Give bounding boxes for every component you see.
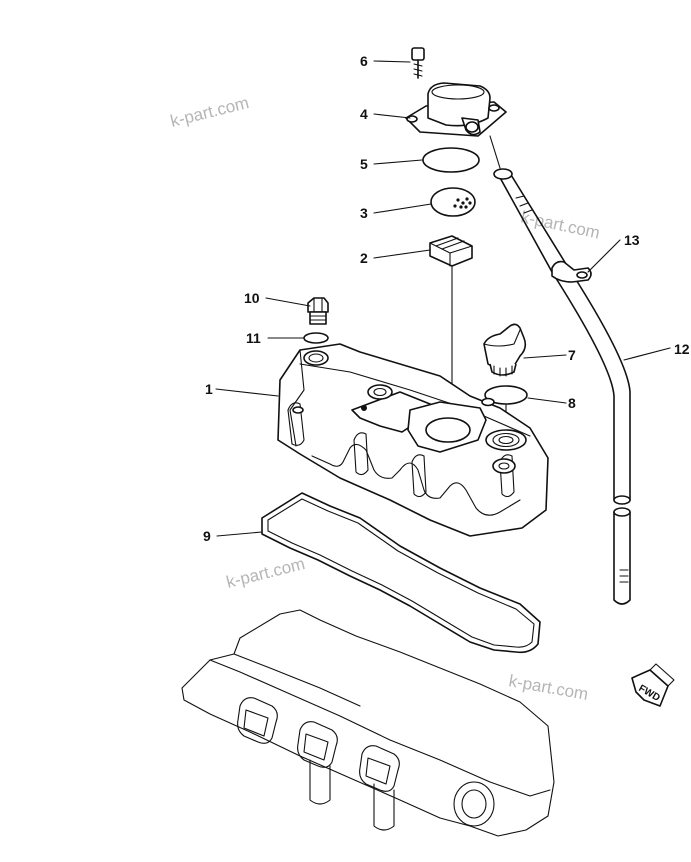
leader-line [373, 203, 432, 214]
leader-line [215, 388, 279, 397]
watermark: k-part.com [168, 93, 251, 131]
callout-8: 8 [568, 395, 576, 411]
watermark: k-part.com [519, 207, 601, 242]
head-cover [277, 343, 549, 537]
callout-13: 13 [624, 232, 640, 248]
fwd-arrow-icon: FWD [631, 663, 675, 707]
callout-10: 10 [244, 290, 260, 306]
o-ring [303, 332, 329, 344]
bolt [411, 47, 425, 79]
gasket [261, 492, 541, 654]
callout-9: 9 [203, 528, 211, 544]
clamp [551, 260, 592, 283]
leader-line [587, 239, 621, 273]
leader-line [523, 354, 567, 359]
watermark: k-part.com [507, 671, 589, 704]
baffle-plate [430, 187, 476, 217]
breather-hose [493, 168, 631, 605]
leader-line [527, 397, 567, 404]
leader-line [216, 531, 263, 537]
element [429, 235, 473, 267]
oil-filler-cap [483, 323, 527, 377]
callout-6: 6 [360, 53, 368, 69]
callout-4: 4 [360, 106, 368, 122]
leader-line [373, 159, 423, 165]
breather-cover [405, 82, 507, 137]
callout-7: 7 [568, 347, 576, 363]
leader-line [373, 113, 411, 119]
callout-1: 1 [205, 381, 213, 397]
leader-line [373, 60, 411, 63]
leader-line [623, 347, 671, 361]
callout-5: 5 [360, 156, 368, 172]
o-ring [422, 147, 480, 173]
leader-line [489, 135, 501, 169]
callout-11: 11 [246, 330, 261, 346]
callout-3: 3 [360, 205, 368, 221]
callout-12: 12 [674, 341, 690, 357]
leader-line [265, 297, 311, 307]
leader-line [373, 249, 431, 259]
watermark: k-part.com [224, 554, 307, 592]
callout-2: 2 [360, 250, 368, 266]
plug [307, 297, 329, 325]
cylinder-head [181, 609, 555, 837]
